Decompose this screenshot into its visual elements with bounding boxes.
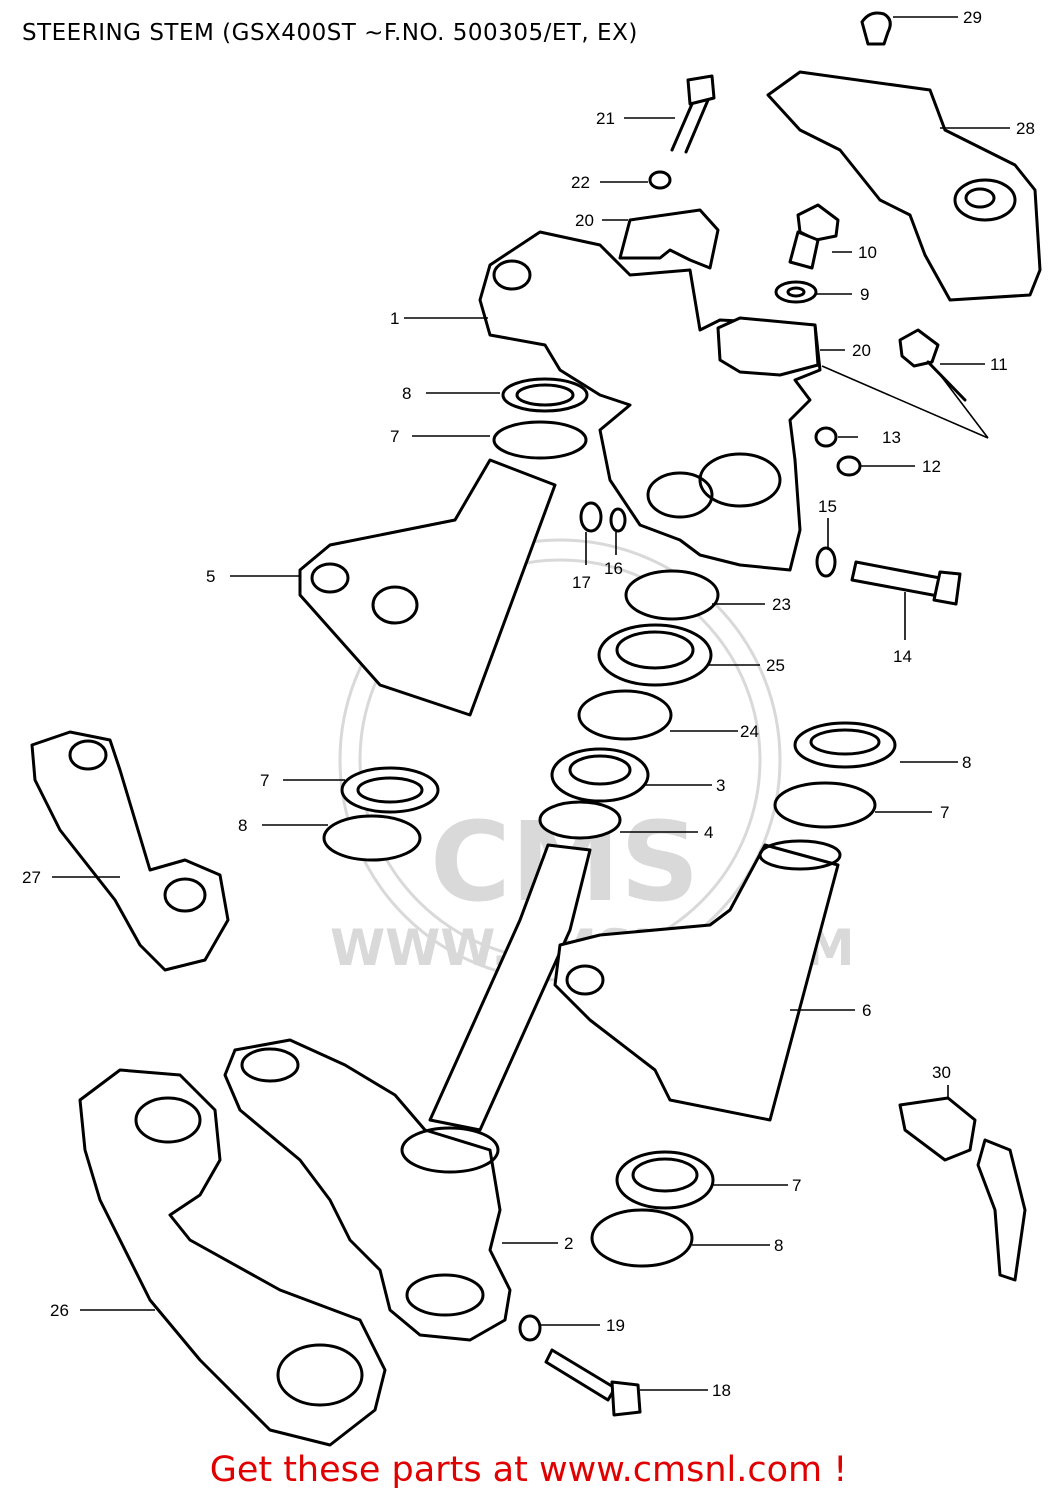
callout-28: 28 bbox=[1016, 119, 1035, 138]
callout-23: 23 bbox=[772, 595, 791, 614]
part-16-washer[interactable] bbox=[609, 507, 627, 533]
callout-16: 16 bbox=[604, 559, 623, 578]
callout-25: 25 bbox=[766, 656, 785, 675]
part-26-under-bracket[interactable] bbox=[78, 1068, 387, 1447]
callout-8-upper: 8 bbox=[402, 384, 411, 403]
footer-link[interactable]: Get these parts at www.cmsnl.com ! bbox=[209, 1450, 848, 1490]
leader-lines bbox=[52, 16, 1010, 1391]
callout-14: 14 bbox=[893, 647, 912, 666]
part-30-ignition-switch[interactable] bbox=[898, 1096, 1027, 1282]
callout-10: 10 bbox=[858, 243, 877, 262]
callout-2: 2 bbox=[564, 1234, 573, 1253]
callout-8-right: 8 bbox=[962, 753, 971, 772]
part-20-holder-lower[interactable] bbox=[716, 316, 820, 377]
callout-26: 26 bbox=[50, 1301, 69, 1320]
callout-12: 12 bbox=[922, 457, 941, 476]
callout-7-upper: 7 bbox=[390, 427, 399, 446]
part-8-lower-seal[interactable] bbox=[590, 1208, 694, 1268]
part-1-upper-bracket[interactable] bbox=[478, 230, 822, 572]
part-15-washer[interactable] bbox=[815, 546, 837, 578]
part-4-race[interactable] bbox=[538, 800, 622, 840]
part-7-right-bushing[interactable] bbox=[773, 781, 877, 829]
callout-7-lower: 7 bbox=[792, 1176, 801, 1195]
callout-7-middle: 7 bbox=[260, 771, 269, 790]
callout-22: 22 bbox=[571, 173, 590, 192]
callout-15: 15 bbox=[818, 497, 837, 516]
callout-29: 29 bbox=[963, 8, 982, 27]
part-22-washer[interactable] bbox=[648, 170, 672, 190]
part-14-bolt[interactable] bbox=[850, 560, 962, 606]
part-8-right-seal[interactable] bbox=[793, 721, 897, 769]
part-27-bracket[interactable] bbox=[30, 730, 230, 972]
callout-labels: 29 21 28 22 20 10 9 1 20 11 8 7 13 12 15… bbox=[22, 8, 1035, 1400]
callout-27: 27 bbox=[22, 868, 41, 887]
callout-20-upper: 20 bbox=[575, 211, 594, 230]
part-7-upper-bushing[interactable] bbox=[492, 420, 588, 460]
part-10-bolt[interactable] bbox=[788, 203, 840, 270]
callout-24: 24 bbox=[740, 722, 759, 741]
callout-6: 6 bbox=[862, 1001, 871, 1020]
callout-13: 13 bbox=[882, 428, 901, 447]
part-8-upper-seal[interactable] bbox=[501, 377, 589, 413]
part-19-washer[interactable] bbox=[518, 1314, 542, 1342]
callout-21: 21 bbox=[596, 109, 615, 128]
part-6-fork-cover-right[interactable] bbox=[553, 839, 842, 1122]
part-23-nut[interactable] bbox=[624, 569, 720, 621]
part-28-handlebar-holder[interactable] bbox=[766, 70, 1042, 302]
part-11-bolt[interactable] bbox=[898, 328, 967, 402]
callout-20-lower: 20 bbox=[852, 341, 871, 360]
callout-9: 9 bbox=[860, 285, 869, 304]
part-9-washer[interactable] bbox=[774, 280, 818, 304]
callout-30: 30 bbox=[932, 1063, 951, 1082]
diagram-title: STEERING STEM (GSX400ST ~F.NO. 500305/ET… bbox=[22, 20, 638, 46]
part-21-bolt[interactable] bbox=[670, 74, 716, 154]
part-24-race[interactable] bbox=[577, 689, 673, 741]
part-3-bearing[interactable] bbox=[550, 747, 650, 803]
callout-7-right: 7 bbox=[940, 803, 949, 822]
part-5-fork-cover-left[interactable] bbox=[298, 458, 557, 717]
part-7-lower-bushing[interactable] bbox=[615, 1150, 715, 1210]
callout-19: 19 bbox=[606, 1316, 625, 1335]
part-2-steering-stem[interactable] bbox=[223, 843, 592, 1342]
part-12-nut[interactable] bbox=[836, 455, 862, 477]
part-7-middle-bushing[interactable] bbox=[340, 766, 440, 814]
callout-1: 1 bbox=[390, 309, 399, 328]
callout-17: 17 bbox=[572, 573, 591, 592]
callout-8-lower: 8 bbox=[774, 1236, 783, 1255]
callout-8-middle: 8 bbox=[238, 816, 247, 835]
part-20-holder-upper[interactable] bbox=[618, 208, 720, 270]
part-25-cover[interactable] bbox=[597, 623, 713, 687]
part-8-middle-seal[interactable] bbox=[322, 814, 422, 862]
part-13-washer[interactable] bbox=[814, 426, 838, 448]
part-17-nut[interactable] bbox=[579, 501, 603, 533]
callout-4: 4 bbox=[704, 823, 713, 842]
part-18-bolt[interactable] bbox=[544, 1348, 642, 1417]
callout-3: 3 bbox=[716, 776, 725, 795]
callout-11: 11 bbox=[990, 355, 1008, 374]
part-29-cap[interactable] bbox=[860, 11, 892, 46]
callout-18: 18 bbox=[712, 1381, 731, 1400]
callout-5: 5 bbox=[206, 567, 215, 586]
